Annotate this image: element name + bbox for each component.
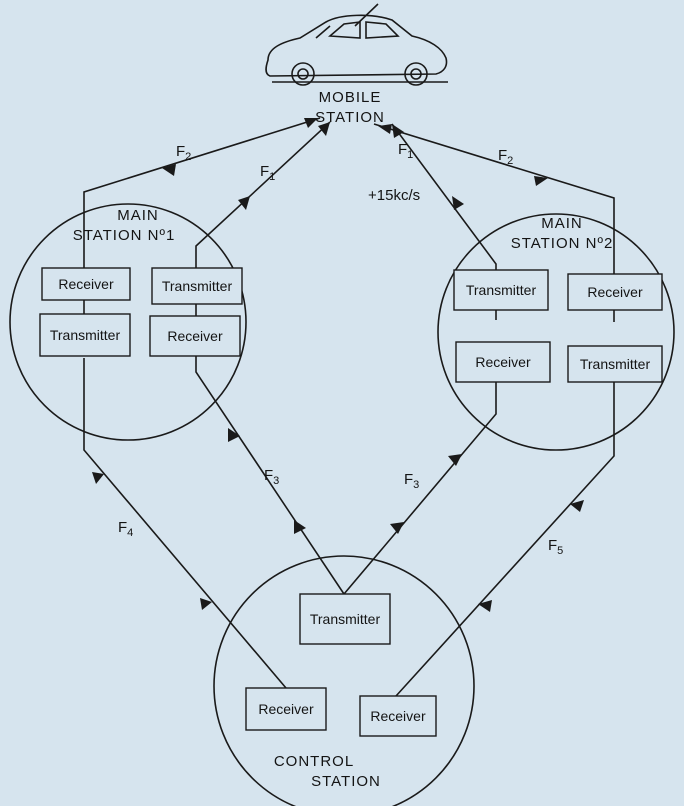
control-station-label-1: CONTROL [274, 753, 354, 770]
arrow-f1-right-top [392, 124, 404, 138]
control-transmitter-box: Transmitter [299, 593, 391, 645]
arrow-f5-bottom [478, 600, 492, 612]
main2-transmitter-bottom-label: Transmitter [580, 356, 651, 372]
control-station-label-2: STATION [311, 773, 381, 790]
arrow-f1-left-mid [238, 196, 250, 210]
arrow-f3-left-top [228, 428, 240, 442]
arrow-f2-left-mid [162, 164, 176, 176]
arrow-f4-bottom [200, 598, 212, 610]
main-station-2-circle [437, 213, 675, 451]
main-station-1-label-1: MAIN [117, 207, 159, 224]
link-f4 [83, 358, 287, 689]
car-icon [265, 3, 448, 86]
freq-label-f3-right: F3 [404, 471, 419, 491]
main1-receiver-bottom-box: Receiver [149, 315, 241, 357]
main-station-2-label-1: MAIN [541, 215, 583, 232]
main1-transmitter-bottom-box: Transmitter [39, 313, 131, 357]
freq-label-f3-left: F3 [264, 467, 279, 487]
arrow-f2-left-top [304, 118, 318, 128]
freq-label-f4: F4 [118, 519, 133, 539]
arrow-f2-right-top [378, 124, 392, 134]
mobile-station-label-2: STATION [315, 109, 385, 126]
main2-receiver-top-box: Receiver [567, 273, 663, 311]
main2-transmitter-top-box: Transmitter [453, 269, 549, 311]
freq-label-f5: F5 [548, 537, 563, 557]
freq-label-f1-right: F1 [398, 141, 413, 161]
link-f5 [395, 378, 615, 697]
freq-label-f1-left: F1 [260, 163, 275, 183]
freq-label-f2-right: F2 [498, 147, 513, 167]
main2-transmitter-bottom-box: Transmitter [567, 345, 663, 383]
arrow-f3-right-bottom [390, 522, 404, 534]
main2-receiver-top-label: Receiver [587, 284, 643, 300]
arrow-f4-top [92, 472, 104, 484]
main-station-1-circle [9, 203, 247, 441]
link-f3-right [343, 380, 497, 595]
main2-transmitter-top-label: Transmitter [466, 282, 537, 298]
link-f1-left [195, 121, 331, 268]
control-receiver-right-box: Receiver [359, 695, 437, 737]
main1-transmitter-top-label: Transmitter [162, 278, 233, 294]
arrow-f1-left-top [318, 122, 330, 136]
mobile-station-label-1: MOBILE [319, 89, 382, 106]
control-transmitter-label: Transmitter [310, 611, 381, 627]
link-f2-left [83, 117, 321, 268]
freq-label-f2-left: F2 [176, 143, 191, 163]
arrow-f1-right-mid [452, 196, 464, 210]
control-receiver-left-label: Receiver [258, 701, 314, 717]
arrow-f5-top [570, 500, 584, 512]
main2-receiver-bottom-box: Receiver [455, 341, 551, 383]
main1-transmitter-bottom-label: Transmitter [50, 327, 121, 343]
main1-receiver-bottom-label: Receiver [167, 328, 223, 344]
control-station-circle [213, 555, 475, 806]
main2-receiver-bottom-label: Receiver [475, 354, 531, 370]
control-receiver-right-label: Receiver [370, 708, 426, 724]
control-receiver-left-box: Receiver [245, 687, 327, 731]
link-f3-left [195, 356, 345, 595]
main1-transmitter-top-box: Transmitter [151, 267, 243, 305]
arrow-f3-right-top [448, 454, 462, 466]
arrow-f3-left-bottom [294, 520, 306, 534]
main1-receiver-label: Receiver [58, 276, 114, 292]
link-f2-right [373, 123, 615, 282]
main-station-2-label-2: STATION Nº2 [511, 235, 614, 252]
main1-receiver-box: Receiver [41, 267, 131, 301]
main-station-1-label-2: STATION Nº1 [73, 227, 176, 244]
freq-label-f1-right-offset: +15kc/s [368, 187, 420, 204]
arrow-f2-right-mid [534, 176, 548, 186]
arrowheads [92, 118, 584, 612]
